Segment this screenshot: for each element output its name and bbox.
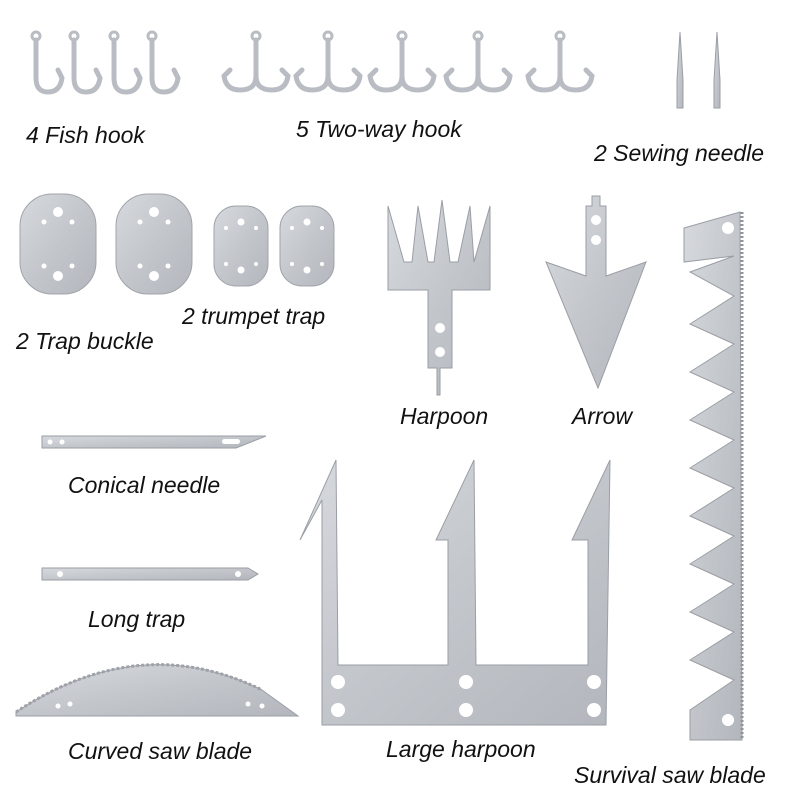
survival-saw-blade bbox=[683, 211, 744, 741]
two-way-hook bbox=[367, 30, 437, 93]
two-way-hook bbox=[293, 30, 363, 93]
label-large-harpoon: Large harpoon bbox=[386, 736, 536, 762]
curved-saw-blade bbox=[15, 663, 300, 717]
conical-needle bbox=[41, 435, 267, 449]
trap-buckles bbox=[19, 193, 193, 295]
label-arrow: Arrow bbox=[572, 403, 633, 429]
trumpet-trap bbox=[279, 205, 335, 287]
label-conical-needle: Conical needle bbox=[68, 472, 221, 498]
label-curved-saw-blade: Curved saw blade bbox=[68, 738, 253, 764]
sewing-needles bbox=[676, 31, 721, 109]
two-way-hooks bbox=[221, 30, 595, 93]
two-way-hook bbox=[443, 30, 513, 93]
label-survival-saw-blade: Survival saw blade bbox=[574, 762, 766, 788]
arrow bbox=[545, 195, 647, 390]
label-two-way-hook: 5 Two-way hook bbox=[296, 116, 462, 142]
long-trap bbox=[41, 567, 259, 581]
trumpet-traps bbox=[213, 205, 335, 287]
two-way-hook bbox=[525, 30, 595, 93]
label-trap-buckle: 2 Trap buckle bbox=[16, 328, 154, 354]
harpoon bbox=[387, 199, 491, 396]
sewing-needle bbox=[713, 31, 721, 109]
trap-buckle bbox=[115, 193, 193, 295]
fish-hook bbox=[30, 30, 65, 95]
fish-hook bbox=[108, 30, 143, 95]
trap-buckle bbox=[19, 193, 97, 295]
large-harpoon bbox=[299, 459, 611, 726]
label-harpoon: Harpoon bbox=[400, 403, 489, 429]
trumpet-trap bbox=[213, 205, 269, 287]
sewing-needle bbox=[676, 31, 684, 109]
fish-hooks bbox=[30, 30, 181, 95]
fish-hook bbox=[146, 30, 181, 95]
fish-hook bbox=[68, 30, 103, 95]
two-way-hook bbox=[221, 30, 291, 93]
label-long-trap: Long trap bbox=[88, 606, 186, 632]
label-sewing-needle: 2 Sewing needle bbox=[594, 140, 765, 166]
label-fish-hook: 4 Fish hook bbox=[26, 122, 145, 148]
label-trumpet-trap: 2 trumpet trap bbox=[182, 303, 326, 329]
